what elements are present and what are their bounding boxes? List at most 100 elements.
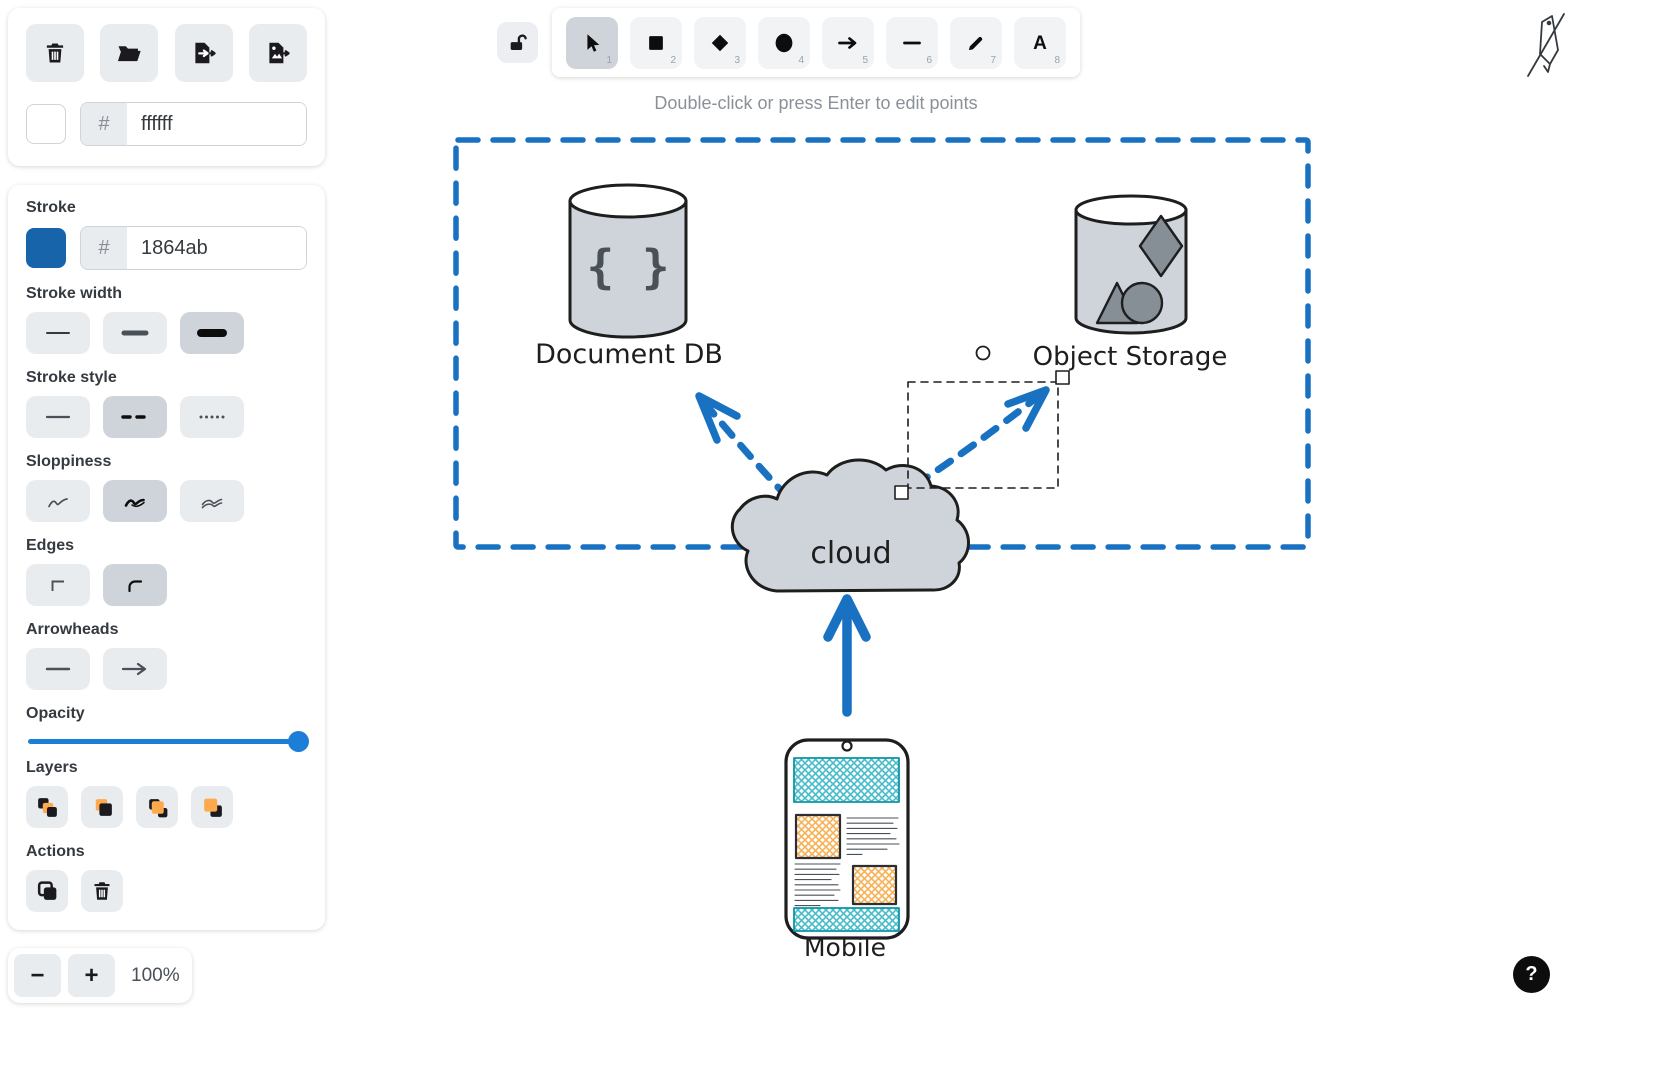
stroke-color-swatch[interactable]: [26, 228, 66, 268]
tool-shortcut: 2: [670, 54, 676, 66]
arrow-mobile-to-cloud[interactable]: [823, 594, 871, 717]
zoom-card: − + 100%: [8, 948, 192, 1003]
delete-button[interactable]: [81, 870, 123, 912]
hash-prefix: #: [81, 103, 127, 145]
arrow-icon: [838, 36, 857, 49]
stroke-style-solid-button[interactable]: [26, 396, 90, 438]
lock-button[interactable]: [497, 22, 538, 63]
tool-arrow[interactable]: 5: [822, 16, 874, 69]
file-export-icon: [195, 42, 216, 64]
duplicate-icon: [37, 880, 56, 900]
document-db-shape[interactable]: { } Document DB: [535, 183, 723, 370]
edges-round-button[interactable]: [103, 564, 167, 606]
bold-line-icon: [121, 330, 149, 336]
opacity-slider-thumb[interactable]: [288, 731, 309, 752]
arrowheads-section-label: Arrowheads: [26, 621, 119, 638]
zoom-level: 100%: [131, 964, 180, 986]
editor-hint: Double-click or press Enter to edit poin…: [654, 93, 978, 113]
tool-selection[interactable]: 1: [566, 16, 618, 69]
background-color-input[interactable]: [127, 103, 306, 145]
send-backward-button[interactable]: [81, 786, 123, 828]
sloppiness-section-label: Sloppiness: [26, 453, 112, 470]
tool-shortcut: 7: [990, 54, 996, 66]
arrowhead-arrow-button[interactable]: [103, 648, 167, 690]
mobile-image-block-2: [851, 864, 898, 906]
hash-prefix: #: [81, 227, 127, 269]
tool-shortcut: 4: [798, 54, 804, 66]
tool-toolbar: 1 2 3 4 5 6 7 A: [552, 8, 1080, 77]
mobile-label: Mobile: [804, 933, 886, 962]
mobile-image-block-1: [794, 813, 842, 860]
tool-line[interactable]: 6: [886, 16, 938, 69]
send-to-back-button[interactable]: [26, 786, 68, 828]
sketch-pencil-icon: [1527, 13, 1565, 77]
arrow-cloud-to-documentdb[interactable]: [695, 392, 792, 502]
open-file-button[interactable]: [100, 24, 159, 82]
stroke-style-dashed-button[interactable]: [103, 396, 167, 438]
sloppiness-architect-button[interactable]: [26, 480, 90, 522]
mobile-shape[interactable]: Mobile: [784, 738, 910, 962]
stroke-width-thin-button[interactable]: [26, 312, 90, 354]
text-icon: A: [1033, 33, 1047, 54]
selection-handle-top-right[interactable]: [1055, 370, 1070, 385]
tool-shortcut: 6: [926, 54, 932, 66]
arrow-cloud-to-objectstorage[interactable]: [911, 386, 1050, 489]
tool-rectangle[interactable]: 2: [630, 16, 682, 69]
sharp-corner-icon: [51, 580, 64, 591]
line-icon: [903, 41, 921, 44]
thin-line-icon: [46, 332, 70, 334]
stroke-width-extrabold-button[interactable]: [180, 312, 244, 354]
help-button[interactable]: ?: [1513, 956, 1550, 993]
stroke-section-label: Stroke: [26, 199, 76, 216]
stroke-width-bold-button[interactable]: [103, 312, 167, 354]
send-to-back-icon: [37, 797, 57, 817]
layers-section-label: Layers: [26, 759, 78, 776]
edges-sharp-button[interactable]: [26, 564, 90, 606]
bring-forward-button[interactable]: [136, 786, 178, 828]
export-image-button[interactable]: [248, 24, 307, 82]
architect-squiggle-icon: [48, 498, 68, 508]
tool-draw[interactable]: 7: [950, 16, 1002, 69]
duplicate-button[interactable]: [26, 870, 68, 912]
square-icon: [649, 35, 663, 50]
zoom-in-button[interactable]: +: [68, 954, 115, 997]
zoom-out-button[interactable]: −: [14, 954, 61, 997]
cloud-shape[interactable]: cloud: [730, 458, 970, 593]
dashed-line-icon: [121, 415, 146, 419]
actions-section-label: Actions: [26, 843, 85, 860]
tool-ellipse[interactable]: 4: [758, 16, 810, 69]
object-storage-shape[interactable]: Object Storage: [1033, 194, 1228, 372]
svg-text:A: A: [1033, 33, 1047, 54]
mobile-text-lines-right: [846, 817, 900, 855]
bring-to-front-button[interactable]: [191, 786, 233, 828]
unlock-icon: [510, 33, 527, 50]
stroke-color-input[interactable]: [127, 227, 306, 269]
opacity-slider[interactable]: [28, 731, 309, 752]
mobile-footer-block: [793, 907, 900, 932]
tool-diamond[interactable]: 3: [694, 16, 746, 69]
sloppiness-cartoonist-button[interactable]: [180, 480, 244, 522]
background-color-swatch[interactable]: [26, 104, 66, 144]
dotted-line-icon: [199, 415, 225, 419]
clear-canvas-button[interactable]: [26, 24, 84, 82]
selection-handle-point[interactable]: [975, 345, 991, 361]
cloud-label: cloud: [810, 536, 891, 571]
round-corner-icon: [128, 580, 143, 593]
sloppiness-artist-button[interactable]: [103, 480, 167, 522]
selection-handle-bottom-left[interactable]: [894, 485, 909, 500]
tool-text[interactable]: A 8: [1014, 16, 1066, 69]
selection-box[interactable]: [894, 345, 1070, 500]
mobile-notch: [841, 740, 853, 752]
tool-shortcut: 1: [606, 54, 612, 66]
export-file-button[interactable]: [174, 24, 233, 82]
arrowhead-none-button[interactable]: [26, 648, 90, 690]
bring-forward-icon: [148, 798, 167, 817]
stroke-style-section-label: Stroke style: [26, 369, 117, 386]
mobile-text-lines-left: [794, 863, 841, 907]
background-color-input-group: #: [80, 102, 307, 146]
object-storage-label: Object Storage: [1033, 342, 1228, 372]
stroke-style-dotted-button[interactable]: [180, 396, 244, 438]
tool-shortcut: 8: [1054, 54, 1060, 66]
braces-glyph: { }: [586, 240, 669, 294]
